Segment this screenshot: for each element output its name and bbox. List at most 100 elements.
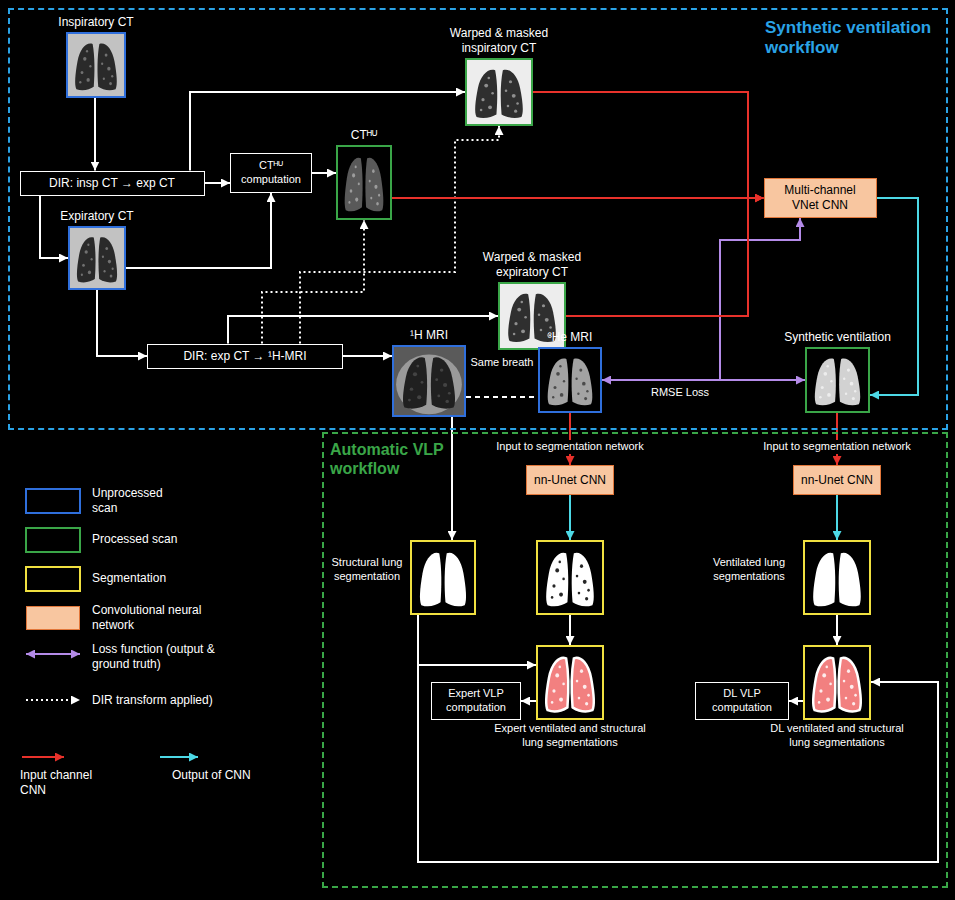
scan-image: Synthetic ventilation [805, 347, 870, 413]
image-heading: ³He MRI [530, 330, 610, 345]
legend-text: Loss function (output & ground truth) [92, 642, 222, 672]
texture-dot [578, 697, 581, 700]
texture-dot [854, 694, 857, 697]
texture-dot [559, 365, 561, 367]
lung-shape [420, 553, 441, 607]
scan-background [540, 349, 600, 411]
texture-dot [491, 92, 494, 95]
segmentation-image [536, 540, 604, 615]
connector [789, 700, 803, 702]
image-heading: Warped & masked expiratory CT [476, 250, 588, 280]
lung-shape [445, 553, 466, 607]
texture-dot [563, 380, 565, 382]
legend-swatch [26, 606, 80, 630]
texture-dot [487, 77, 490, 80]
texture-dot [850, 382, 854, 386]
edge-label: Input to segmentation network [485, 440, 655, 454]
connector [569, 495, 571, 540]
texture-dot [109, 82, 112, 85]
lung-shape [75, 43, 94, 90]
edge-label: RMSE Loss [645, 386, 715, 400]
texture-dot [376, 202, 379, 206]
connector [205, 182, 231, 184]
texture-dot [827, 393, 831, 397]
texture-dot [575, 378, 577, 380]
lung-shape [98, 237, 117, 282]
scan-background [70, 228, 124, 288]
texture-dot [481, 98, 484, 101]
texture-dot [559, 592, 563, 596]
texture-dot [559, 697, 563, 701]
legend-sample-box [26, 567, 80, 591]
texture-dot [484, 84, 488, 88]
texture-dot [819, 396, 821, 398]
legend-sample-line [160, 756, 198, 758]
legend-text: Output of CNN [172, 768, 282, 783]
texture-dot [520, 301, 523, 304]
texture-dot [545, 318, 549, 322]
segmentation-image: DL ventilated and structural lung segmen… [803, 645, 871, 720]
texture-dot [827, 365, 829, 367]
texture-dot [587, 694, 590, 697]
cnn-box: nn-Unet CNN [526, 465, 614, 495]
texture-dot [576, 575, 579, 578]
process-box: CTᴴᵁ computation [230, 153, 312, 193]
connector [343, 355, 392, 357]
lung-shape [365, 158, 383, 212]
texture-dot [101, 63, 103, 65]
texture-dot [822, 673, 826, 677]
lung-shape [431, 357, 455, 408]
scan-background [394, 347, 464, 415]
scan-background [538, 647, 602, 718]
texture-dot [819, 689, 822, 693]
texture-dot [370, 197, 372, 200]
texture-dot [585, 597, 588, 601]
scan-illustration [538, 542, 602, 613]
texture-dot [580, 564, 583, 568]
texture-dot [850, 685, 854, 689]
texture-dot [417, 395, 421, 399]
scan-illustration [70, 228, 124, 288]
box-label: DIR: insp CT → exp CT [49, 176, 175, 191]
texture-dot [443, 383, 447, 387]
scan-image: Inspiratory CT [66, 32, 126, 98]
texture-dot [89, 65, 91, 67]
texture-dot [585, 702, 588, 706]
texture-dot [355, 197, 358, 201]
connector [97, 290, 147, 356]
legend-sample-line [26, 699, 80, 701]
texture-dot [112, 268, 114, 270]
box-label: CTᴴᵁ computation [238, 159, 304, 187]
texture-dot [86, 50, 88, 52]
texture-dot [81, 71, 84, 74]
texture-dot [580, 669, 583, 673]
texture-dot [521, 329, 525, 333]
texture-dot [552, 584, 555, 588]
region-title: Automatic VLP workflow [330, 440, 444, 478]
connector [533, 92, 764, 198]
scan-illustration [68, 34, 124, 96]
body-outline [396, 354, 462, 414]
texture-dot [445, 400, 449, 403]
legend-text: Input channel CNN [20, 768, 102, 798]
scan-illustration [338, 147, 390, 218]
connector [566, 198, 764, 316]
texture-dot [358, 183, 360, 186]
connector [94, 98, 96, 171]
texture-dot [350, 189, 353, 193]
texture-dot [105, 54, 108, 57]
image-heading: Expiratory CT [47, 209, 147, 224]
texture-dot [378, 194, 380, 197]
texture-dot [88, 271, 91, 275]
texture-dot [86, 78, 89, 82]
box-label: nn-Unet CNN [801, 473, 873, 488]
lung-shape [813, 553, 835, 607]
texture-dot [586, 390, 588, 392]
texture-dot [558, 560, 561, 563]
texture-dot [823, 372, 827, 376]
workflow-region: Automatic VLP workflow nn-Unet CNN nn-Unet… [322, 432, 948, 888]
texture-dot [829, 683, 832, 686]
connector [312, 172, 336, 174]
cnn-box: nn-Unet CNN [793, 465, 881, 495]
